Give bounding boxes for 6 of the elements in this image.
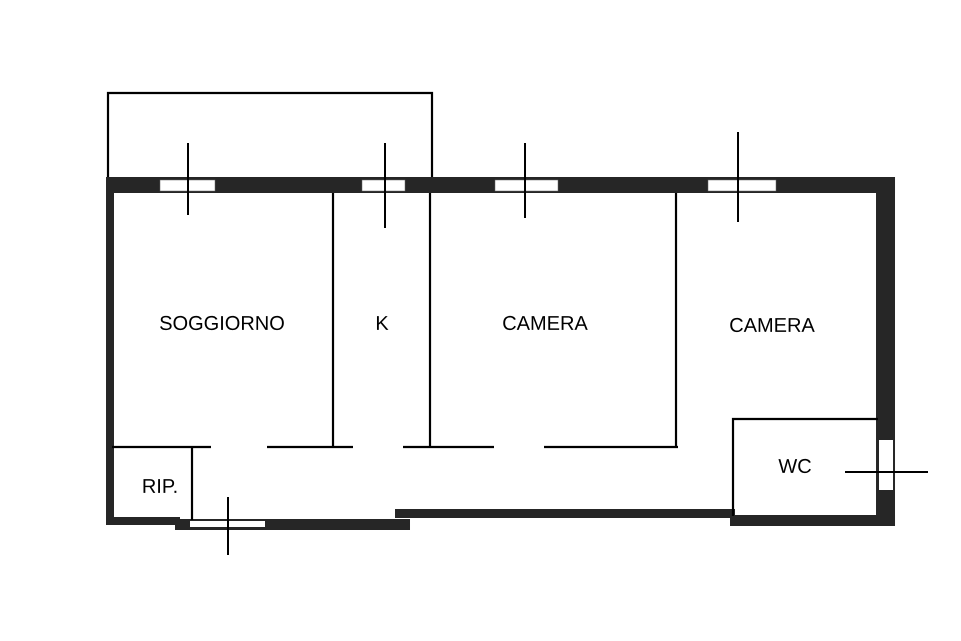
room-label: K — [376, 316, 388, 330]
room-label: CAMERA — [503, 316, 588, 330]
room-label: WC — [778, 458, 811, 474]
room-label: RIP. — [144, 479, 176, 493]
room-label: SOGGIORNO — [160, 316, 284, 330]
room-label: CAMERA — [730, 318, 815, 332]
